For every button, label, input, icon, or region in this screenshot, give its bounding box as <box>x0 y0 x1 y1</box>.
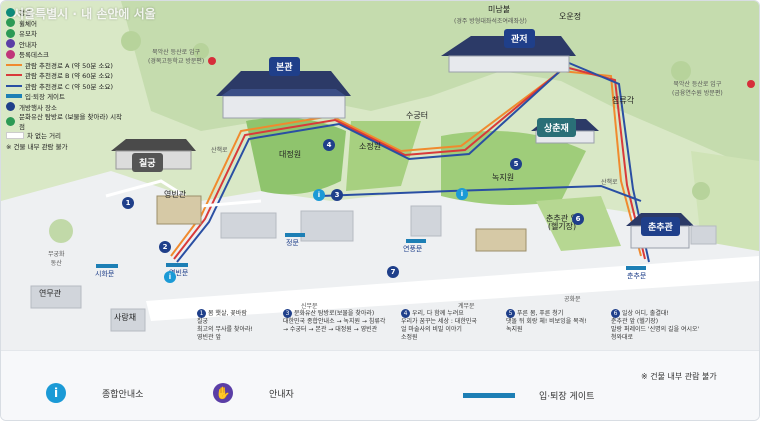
gate-sihwa: 시화문 <box>95 270 115 278</box>
label-sanchaekro-left: 산책로 <box>211 147 228 154</box>
label-yeonmugwan: 연무관 <box>39 289 62 298</box>
car-free-street <box>146 256 759 321</box>
bottom-legend: i 종합안내소 ✋ 안내자 입·퇴장 게이트 ※ 건물 내부 관람 불가 <box>1 350 759 420</box>
guide-icon: ✋ <box>213 383 233 403</box>
watermark: 서울특별시 · 내 손안에 서울 <box>13 7 156 21</box>
event-icon <box>6 102 15 112</box>
label-shinmu: 신무문 <box>301 303 318 310</box>
legend-note-bottom: ※ 건물 내부 관람 불가 <box>641 372 717 381</box>
gate-chunchu: 춘추문 <box>627 272 647 280</box>
label-north-entry-left: 북악산 등산로 입구 (경복고등학교 방문편) <box>148 49 205 65</box>
wheelchair-icon <box>6 18 15 28</box>
legend-gate-bar: 입·퇴장 게이트 <box>463 389 594 402</box>
label-nokjiwon: 녹지원 <box>492 173 515 182</box>
label-sugungteo: 수궁터 <box>406 111 429 120</box>
label-sarangchae: 사랑채 <box>114 313 137 322</box>
label-mugunghwa: 무궁화 동산 <box>48 251 65 267</box>
daejeongwon-lawn <box>246 117 346 195</box>
event-marker-4: 4 <box>323 139 335 151</box>
event-marker-1: 1 <box>122 197 134 209</box>
legend-item-gate: 입·퇴장 게이트 <box>6 91 124 102</box>
label-gonghwa: 공화문 <box>564 296 581 303</box>
label-chilgung: 칠궁 <box>132 153 163 172</box>
legend-note: ※ 건물 내부 관람 불가 <box>6 142 68 151</box>
legend-item-route-b: 관람 추천경로 B (약 60분 소요) <box>6 70 124 81</box>
label-daejeongwon: 대정원 <box>279 150 302 159</box>
info-icon: i <box>46 383 66 403</box>
label-chunchugwan: 춘추관 <box>641 217 680 236</box>
info-marker-3: i <box>456 188 468 200</box>
label-miinbul-sub: (경주 방형대좌석조여래좌상) <box>454 18 527 25</box>
gate-yeonpung: 연풍문 <box>403 245 423 253</box>
gate-yeongbin: 영빈문 <box>169 269 189 277</box>
label-oujeong: 오운정 <box>559 12 582 21</box>
gate-jeong: 정문 <box>286 239 299 247</box>
event-marker-2: 2 <box>159 241 171 253</box>
legend-item-desk: 등록데스크 <box>6 49 124 60</box>
info-marker-2: i <box>164 271 176 283</box>
legend-item-event: 개방행사 장소 <box>6 102 124 113</box>
legend-item-carfree: 차 없는 거리 <box>6 130 124 141</box>
label-sojeongwon: 소정원 <box>359 142 382 151</box>
label-sanchaekro-right: 산책로 <box>601 179 618 186</box>
stroller-icon <box>6 28 15 38</box>
route-b-line <box>173 65 646 260</box>
guide-icon <box>6 39 15 49</box>
label-sangchunjae: 상춘재 <box>537 118 576 137</box>
legend-item-start: 문화유산 탐방로 (보물을 찾아라) 시작점 <box>6 112 124 131</box>
start-icon <box>6 116 15 126</box>
legend-item-guide: 안내자 <box>6 39 124 50</box>
legend-item-stroller: 유모차 <box>6 28 124 39</box>
event-marker-5: 5 <box>510 158 522 170</box>
label-miinbul: 미남불 <box>488 5 511 14</box>
info-marker: i <box>313 189 325 201</box>
event-marker-7: 7 <box>387 266 399 278</box>
label-bonkwan: 본관 <box>269 57 300 76</box>
label-gwanjeo: 관저 <box>504 29 535 48</box>
label-chimryugak: 침류각 <box>612 96 635 105</box>
label-north-entry-right: 북악산 등산로 입구 (금융연수원 방문편) <box>672 81 723 97</box>
label-yeongbingwan: 영빈관 <box>164 190 187 199</box>
legend-item-garden: 정원 <box>6 7 124 18</box>
legend-info-center: i 종합안내소 <box>46 383 143 403</box>
gate-bar-icon <box>463 393 515 398</box>
route-a-line <box>170 69 642 257</box>
legend-item-route-c: 관람 추천경로 C (약 50분 소요) <box>6 81 124 92</box>
label-gyeongmu: 계무문 <box>458 303 475 310</box>
legend-item-route-a: 관람 추천경로 A (약 50분 소요) <box>6 60 124 71</box>
legend-item-wheelchair: 휠체어 <box>6 18 124 29</box>
map-legend: 정원 휠체어 유모차 안내자 등록데스크 관람 추천경로 A (약 50분 소요… <box>6 7 124 151</box>
event-marker-3: 3 <box>331 189 343 201</box>
park-icon <box>6 7 15 17</box>
legend-guide: ✋ 안내자 <box>213 383 294 403</box>
route-c-line <box>176 61 650 263</box>
event-marker-6: 6 <box>572 213 584 225</box>
desk-icon <box>6 49 15 59</box>
